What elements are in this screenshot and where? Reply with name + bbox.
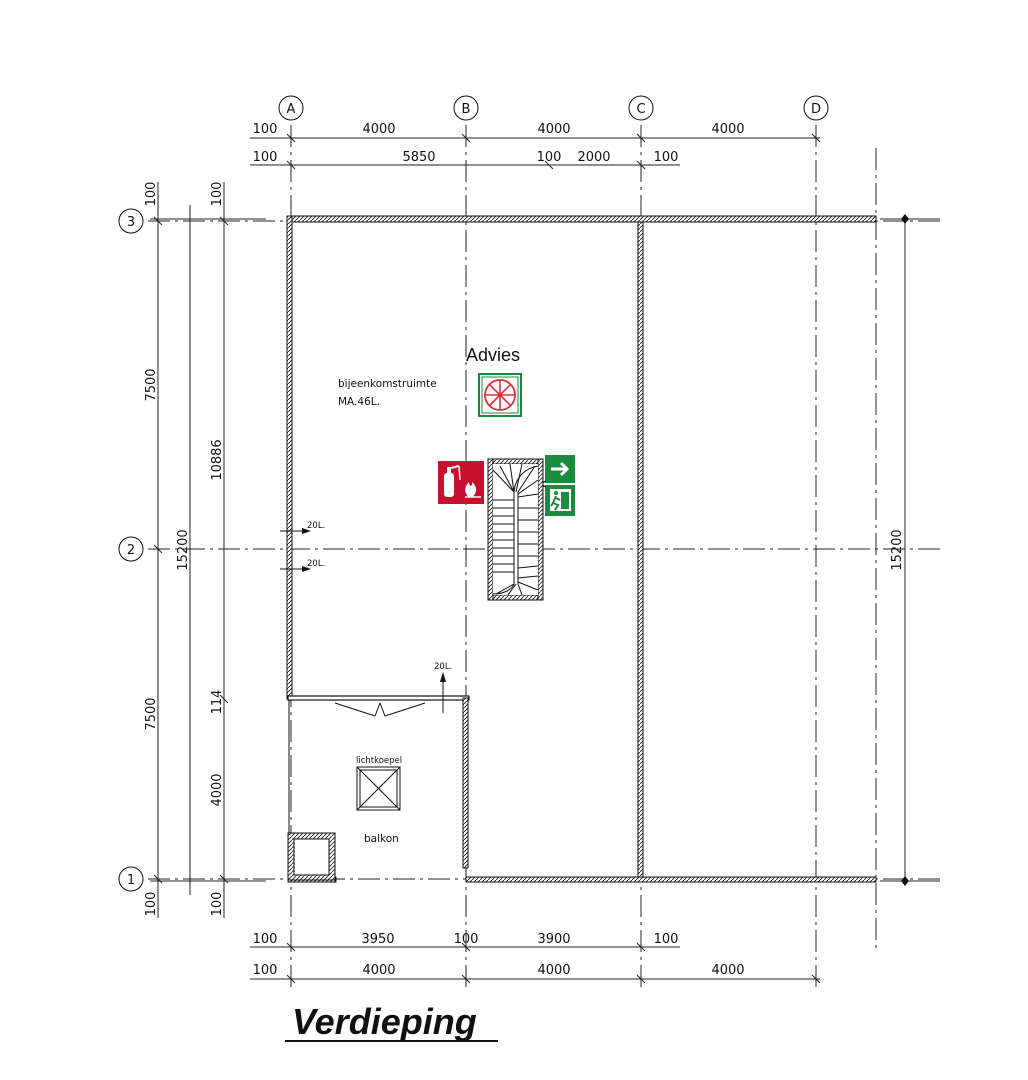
svg-text:15200: 15200 [890,529,905,570]
skylight-label: lichtkoepel [356,756,402,766]
vent-marker-2: 20L. [280,559,325,572]
room-code-label: MA.46L. [338,396,380,408]
grid-bubble-3: 3 [118,208,144,234]
top-dimension-line-2: 100 5850 100 2000 100 [250,150,680,170]
vent-marker-1: 20L. [280,521,325,534]
svg-text:100: 100 [454,932,479,947]
grid-bubble-b: B [453,95,479,121]
grid-axes [148,125,940,990]
svg-text:100: 100 [537,150,562,165]
svg-text:4000: 4000 [537,122,570,137]
svg-text:20L.: 20L. [307,521,325,531]
svg-text:4000: 4000 [362,963,395,978]
svg-text:D: D [811,102,821,117]
svg-text:100: 100 [253,150,278,165]
left-dimension-line-outer: 100 7500 15200 7500 100 [144,182,266,918]
svg-text:2: 2 [127,543,135,558]
svg-text:20L.: 20L. [307,559,325,569]
svg-text:100: 100 [654,150,679,165]
svg-text:4000: 4000 [210,773,225,806]
top-dimension-line-1: 100 4000 4000 4000 [250,122,821,143]
svg-text:C: C [636,102,645,117]
svg-text:15200: 15200 [176,529,191,570]
svg-text:100: 100 [654,932,679,947]
bottom-dimension-line-1: 100 3950 100 3900 100 [250,932,680,952]
svg-text:4000: 4000 [537,963,570,978]
svg-text:100: 100 [144,892,159,917]
svg-text:100: 100 [210,182,225,207]
svg-text:100: 100 [253,932,278,947]
left-dimension-line-inner: 100 10886 114 4000 100 [210,182,229,918]
smoke-vent-icon [478,373,522,417]
right-dimension-line: 15200 [880,214,940,886]
advice-label: Advies [466,345,520,365]
svg-text:10886: 10886 [210,439,225,480]
svg-text:7500: 7500 [144,697,159,730]
grid-bubble-d: D [803,95,829,121]
fire-extinguisher-icon [438,461,484,504]
grid-bubble-c: C [628,95,654,121]
svg-text:100: 100 [253,963,278,978]
balcony-door [334,702,426,717]
svg-text:4000: 4000 [711,122,744,137]
vent-marker-3: 20L. [434,662,452,713]
svg-text:4000: 4000 [362,122,395,137]
balcony-label: balkon [364,833,399,845]
svg-text:20L.: 20L. [434,662,452,672]
svg-text:1: 1 [127,873,135,888]
drawing-title: Verdieping [285,1001,498,1042]
svg-text:5850: 5850 [402,150,435,165]
svg-text:3950: 3950 [361,932,394,947]
room-name-label: bijeenkomstruimte [338,378,437,390]
svg-text:A: A [287,102,296,117]
bottom-dimension-line-2: 100 4000 4000 4000 [250,963,821,984]
svg-text:100: 100 [210,892,225,917]
skylight-icon [356,766,401,811]
exit-running-man-icon [545,485,575,516]
staircase [487,458,544,601]
svg-text:3900: 3900 [537,932,570,947]
walls [286,215,877,883]
svg-text:4000: 4000 [711,963,744,978]
svg-text:B: B [462,102,471,117]
svg-text:100: 100 [253,122,278,137]
grid-bubble-2: 2 [118,536,144,562]
svg-text:100: 100 [144,182,159,207]
svg-text:3: 3 [127,215,135,230]
svg-text:Verdieping: Verdieping [292,1001,477,1042]
exit-arrow-icon [545,455,575,483]
svg-text:114: 114 [210,690,225,715]
grid-bubble-1: 1 [118,866,144,892]
svg-text:2000: 2000 [577,150,610,165]
svg-text:7500: 7500 [144,368,159,401]
grid-bubble-a: A [278,95,304,121]
